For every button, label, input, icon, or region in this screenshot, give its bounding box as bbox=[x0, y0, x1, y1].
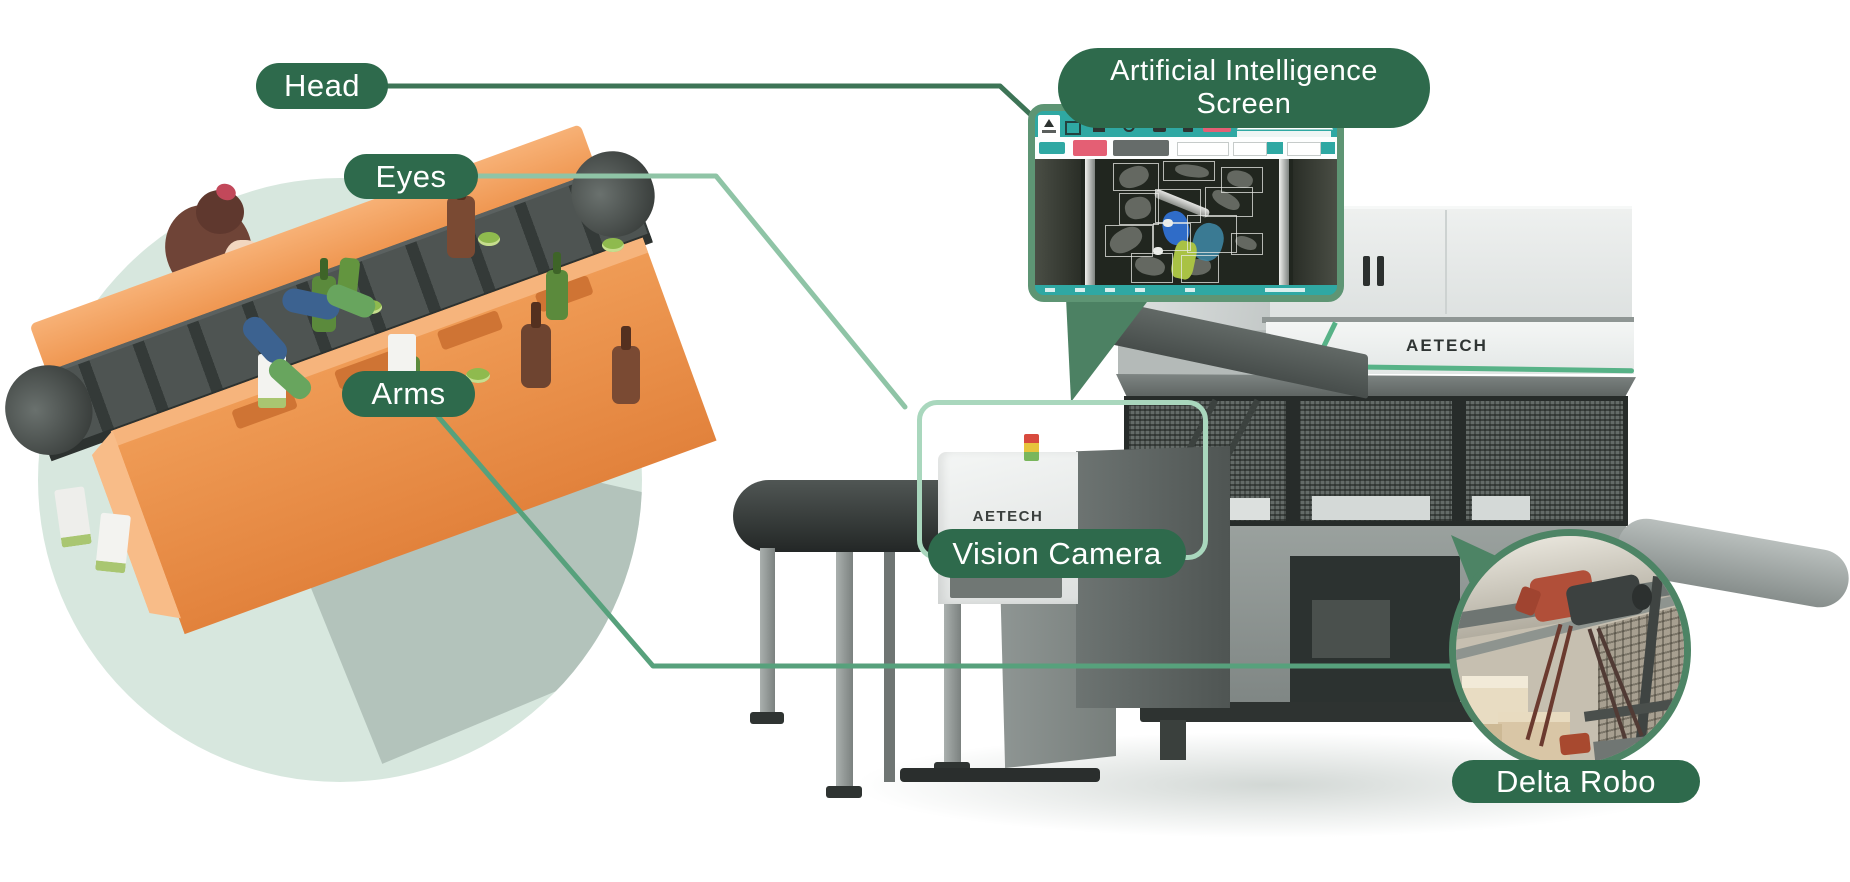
lower-opening-light bbox=[1312, 600, 1390, 658]
teal-chip bbox=[1267, 142, 1283, 154]
detection-box bbox=[1155, 189, 1201, 223]
logo-triangle-glyph bbox=[1044, 119, 1054, 127]
conveyor-leg bbox=[944, 556, 961, 766]
brown-bottle bbox=[612, 346, 640, 404]
conveyor-foot bbox=[750, 712, 784, 724]
white-marker bbox=[1153, 247, 1163, 255]
status-tick bbox=[1045, 288, 1055, 292]
detection-box bbox=[1187, 215, 1237, 253]
detection-box bbox=[1221, 167, 1263, 193]
status-tick bbox=[1075, 288, 1085, 292]
label-ai-screen: Artificial Intelligence Screen bbox=[1058, 48, 1430, 128]
connector-arms-line bbox=[433, 411, 1455, 669]
detection-box bbox=[1181, 255, 1219, 283]
conveyor-leg bbox=[836, 552, 853, 790]
detection-box bbox=[1131, 253, 1173, 283]
label-arms-text: Arms bbox=[371, 376, 446, 412]
cage-frame-bar bbox=[1286, 396, 1300, 526]
brown-bottle bbox=[447, 196, 475, 258]
stack-light-green bbox=[1024, 452, 1039, 461]
label-ai-screen-text: Artificial Intelligence Screen bbox=[1110, 54, 1378, 120]
detection-box bbox=[1113, 163, 1159, 191]
door-handle bbox=[1377, 256, 1384, 286]
gray-button bbox=[1113, 140, 1169, 156]
stack-light-red bbox=[1024, 434, 1039, 443]
machine-leg bbox=[1160, 720, 1186, 760]
green-bottle bbox=[546, 270, 568, 320]
conveyor-leg bbox=[760, 548, 775, 716]
green-bottle-neck bbox=[320, 258, 328, 280]
label-head-text: Head bbox=[283, 68, 361, 104]
input-field bbox=[1287, 142, 1321, 156]
cardboard-box bbox=[1456, 724, 1502, 764]
camera-wall-right bbox=[1293, 159, 1337, 285]
connector-head-line bbox=[385, 83, 1033, 117]
cabinet-door-divider bbox=[1445, 210, 1447, 314]
brown-bottle-neck bbox=[621, 326, 631, 350]
status-tick bbox=[1105, 288, 1115, 292]
cabinet-base-strip bbox=[1262, 317, 1634, 323]
lettuce-scrap bbox=[478, 232, 500, 246]
machine-hood bbox=[1116, 374, 1636, 396]
brown-bottle-neck bbox=[531, 302, 541, 328]
connector-eyes-line bbox=[472, 173, 908, 410]
cage-frame-bar bbox=[1452, 396, 1466, 526]
camera-rail-right bbox=[1279, 159, 1289, 285]
conveyor-base-bar bbox=[900, 768, 1100, 782]
cage-window bbox=[1472, 496, 1530, 520]
label-delta-robo-text: Delta Robo bbox=[1495, 763, 1657, 799]
label-head: Head bbox=[256, 63, 388, 109]
detection-box bbox=[1153, 223, 1191, 251]
label-eyes: Eyes bbox=[344, 154, 478, 199]
robot-motor-cap bbox=[1632, 584, 1652, 610]
lettuce-scrap bbox=[602, 238, 624, 252]
label-vision-camera-text: Vision Camera bbox=[952, 535, 1162, 571]
camera-wall-left bbox=[1035, 159, 1081, 285]
machine-brand-logo: AETECH bbox=[1406, 336, 1488, 355]
camera-view bbox=[1035, 159, 1337, 285]
delta-robot-inset bbox=[1449, 529, 1691, 771]
teal-chip bbox=[1321, 142, 1335, 154]
detection-box bbox=[1163, 161, 1215, 181]
detection-box bbox=[1105, 225, 1153, 257]
vision-tower-brand-logo: AETECH bbox=[972, 508, 1044, 525]
label-delta-robo: Delta Robo bbox=[1452, 760, 1700, 803]
label-arms: Arms bbox=[342, 371, 475, 417]
door-handle bbox=[1363, 256, 1370, 286]
status-tick bbox=[1185, 288, 1195, 292]
status-tick bbox=[1265, 288, 1305, 292]
conveyor-foot bbox=[826, 786, 862, 798]
detection-box bbox=[1231, 233, 1263, 255]
lettuce-scrap bbox=[466, 368, 490, 383]
monitor-icon bbox=[1065, 121, 1081, 135]
teal-button bbox=[1039, 142, 1065, 154]
label-vision-camera: Vision Camera bbox=[928, 529, 1186, 578]
input-field bbox=[1177, 142, 1229, 156]
detection-box bbox=[1119, 193, 1159, 225]
pink-button bbox=[1073, 140, 1107, 156]
screen-status-bar bbox=[1035, 285, 1337, 295]
cage-window bbox=[1312, 496, 1430, 520]
camera-rail-left bbox=[1085, 159, 1095, 285]
robot-end-effector bbox=[1559, 732, 1591, 756]
brown-bottle bbox=[521, 324, 551, 388]
detection-box bbox=[1205, 187, 1253, 217]
screen-pointer-triangle bbox=[1066, 298, 1150, 402]
label-eyes-text: Eyes bbox=[375, 158, 447, 194]
aetech-logo-mini bbox=[1038, 115, 1060, 139]
stack-light-yellow bbox=[1024, 443, 1039, 452]
status-tick bbox=[1135, 288, 1145, 292]
toolbar-field bbox=[1237, 131, 1331, 139]
input-field bbox=[1233, 142, 1267, 156]
green-bottle-neck bbox=[553, 252, 561, 274]
ai-screen-inset bbox=[1028, 104, 1344, 302]
logo-text-line bbox=[1042, 130, 1056, 133]
